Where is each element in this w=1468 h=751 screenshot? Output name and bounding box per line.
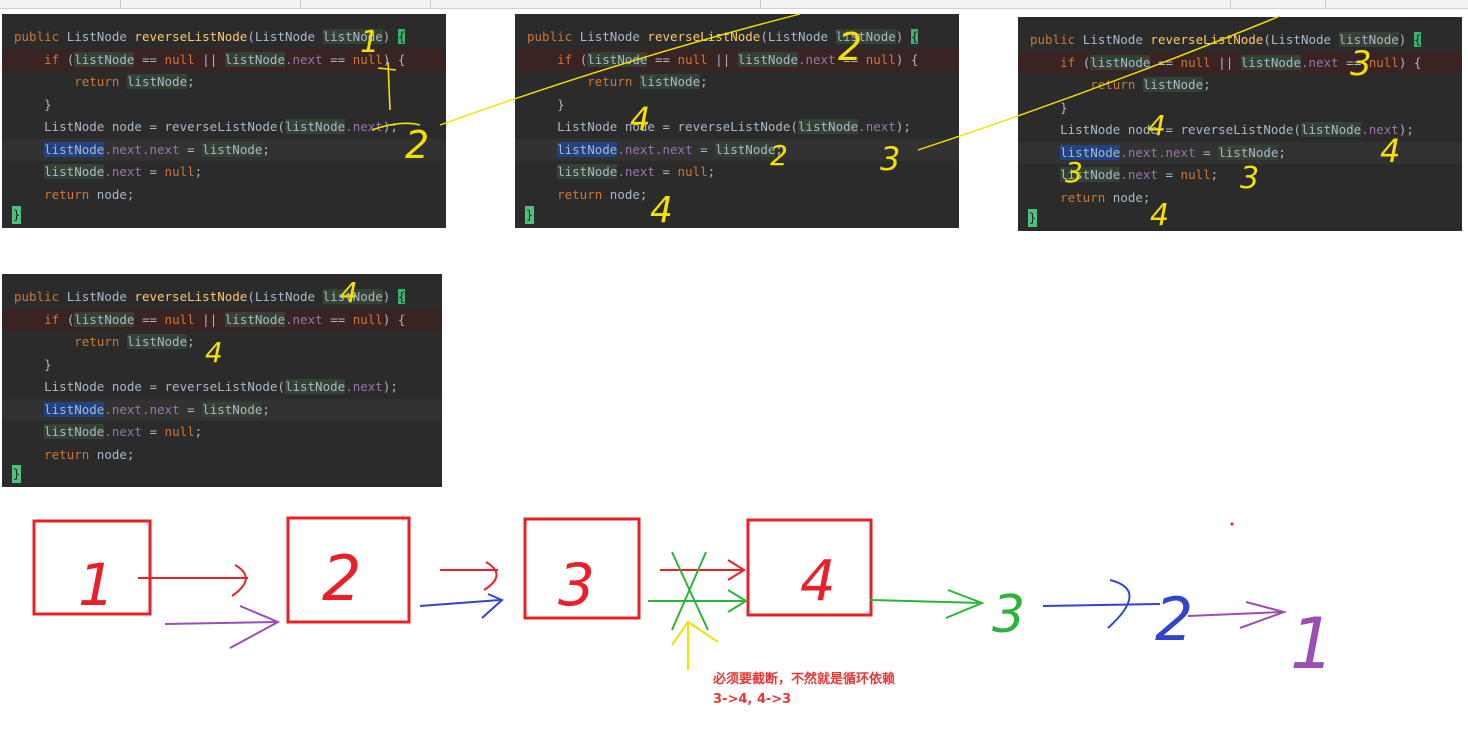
result-node-1: 1 bbox=[1290, 603, 1335, 685]
yellow-up-arrow bbox=[671, 620, 719, 670]
purple-arrow-result-2-1 bbox=[1187, 611, 1283, 617]
cut-line: listNode.next = null; bbox=[1060, 167, 1219, 182]
node-label-2: 2 bbox=[322, 542, 361, 615]
end-brace: } bbox=[12, 206, 21, 224]
code-panel-1: public ListNode reverseListNode(ListNode… bbox=[2, 14, 446, 228]
if-line: if (listNode == null || listNode.next ==… bbox=[2, 48, 446, 71]
signature-line: public ListNode reverseListNode(ListNode… bbox=[14, 289, 406, 304]
return-base-line: return listNode; bbox=[1090, 77, 1211, 92]
panel2-num-3: 3 bbox=[880, 140, 900, 178]
connector-1-2 bbox=[439, 13, 801, 126]
relink-line: listNode.next.next = listNode; bbox=[1018, 141, 1462, 164]
close-if-line: } bbox=[1060, 99, 1068, 115]
close-if-line: } bbox=[44, 356, 52, 372]
cut-line: listNode.next = null; bbox=[557, 164, 716, 179]
green-cross-b bbox=[671, 551, 707, 631]
panel4-number: 4 bbox=[340, 276, 358, 309]
yellow-marks-panel-1 bbox=[371, 61, 421, 131]
end-brace: } bbox=[525, 206, 534, 224]
note-line-2: 3->4, 4->3 bbox=[713, 692, 792, 707]
connector-2-3 bbox=[917, 15, 1281, 151]
if-line: if (listNode == null || listNode.next ==… bbox=[515, 48, 959, 71]
node-label-4: 4 bbox=[800, 549, 836, 614]
node-box-4 bbox=[746, 518, 873, 617]
node-box-3 bbox=[523, 517, 641, 620]
panel2-mark-2: 2 bbox=[770, 139, 788, 172]
panel1-number: 1 bbox=[360, 25, 379, 60]
result-node-3: 3 bbox=[992, 585, 1025, 645]
close-if-line: } bbox=[557, 96, 565, 112]
panel1-arrow-number: 2 bbox=[405, 123, 429, 167]
top-toolbar-strip bbox=[0, 0, 1468, 9]
panel3-return-4: 4 bbox=[1150, 198, 1169, 233]
toolbar-separator bbox=[1325, 0, 1326, 8]
recursive-call-line: ListNode node = reverseListNode(listNode… bbox=[44, 379, 398, 394]
return-base-line: return listNode; bbox=[74, 74, 195, 89]
code-panel-3: public ListNode reverseListNode(ListNode… bbox=[1018, 17, 1462, 231]
node-label-1: 1 bbox=[78, 551, 115, 619]
panel3-mark-3b: 3 bbox=[1065, 156, 1083, 189]
return-node-line: return node; bbox=[44, 446, 135, 462]
panel3-mark-3: 3 bbox=[1240, 161, 1259, 196]
signature-line: public ListNode reverseListNode(ListNode… bbox=[527, 29, 919, 44]
cut-line: listNode.next = null; bbox=[44, 164, 203, 179]
stray-red-dot bbox=[1230, 522, 1234, 526]
if-line: if (listNode == null || listNode.next ==… bbox=[1018, 51, 1462, 74]
signature-line: public ListNode reverseListNode(ListNode… bbox=[14, 29, 406, 44]
node-box-2 bbox=[286, 516, 411, 624]
code-panel-2: public ListNode reverseListNode(ListNode… bbox=[515, 14, 959, 228]
toolbar-separator bbox=[430, 0, 431, 8]
recursive-call-line: ListNode node = reverseListNode(listNode… bbox=[44, 119, 398, 134]
green-arrow-4-result-3 bbox=[869, 599, 983, 604]
toolbar-separator bbox=[1230, 0, 1231, 8]
node-box-1 bbox=[32, 519, 152, 616]
if-line: if (listNode == null || listNode.next ==… bbox=[2, 308, 442, 331]
toolbar-separator bbox=[760, 0, 761, 8]
blue-arrow-result-3-2 bbox=[1042, 603, 1161, 607]
panel2-mid-4: 4 bbox=[630, 100, 650, 138]
relink-line: listNode.next.next = listNode; bbox=[515, 138, 959, 161]
recursive-call-line: ListNode node = reverseListNode(listNode… bbox=[1060, 122, 1414, 137]
relink-line: listNode.next.next = listNode; bbox=[2, 398, 442, 421]
node-label-3: 3 bbox=[558, 551, 595, 619]
return-node-line: return node; bbox=[557, 186, 648, 202]
panel2-number: 2 bbox=[838, 25, 862, 69]
panel4-return-4: 4 bbox=[205, 336, 223, 369]
cut-line: listNode.next = null; bbox=[44, 424, 203, 439]
code-panel-4: public ListNode reverseListNode(ListNode… bbox=[2, 274, 442, 487]
relink-line: listNode.next.next = listNode; bbox=[2, 138, 446, 161]
note-line-1: 必须要截断，不然就是循环依赖 bbox=[713, 672, 896, 687]
close-if-line: } bbox=[44, 96, 52, 112]
blue-arrow-2-3 bbox=[419, 599, 501, 607]
purple-arrow-1-2 bbox=[164, 621, 279, 625]
panel3-mark-4: 4 bbox=[1148, 109, 1166, 142]
result-node-2: 2 bbox=[1155, 585, 1193, 655]
end-brace: } bbox=[12, 465, 21, 483]
return-base-line: return listNode; bbox=[74, 334, 195, 349]
recursive-call-line: ListNode node = reverseListNode(listNode… bbox=[557, 119, 911, 134]
signature-line: public ListNode reverseListNode(ListNode… bbox=[1030, 32, 1422, 47]
panel2-return-4: 4 bbox=[650, 190, 673, 231]
return-node-line: return node; bbox=[44, 186, 135, 202]
toolbar-separator bbox=[120, 0, 121, 8]
toolbar-separator bbox=[300, 0, 301, 8]
end-brace: } bbox=[1028, 209, 1037, 227]
return-node-line: return node; bbox=[1060, 189, 1151, 205]
panel3-number: 3 bbox=[1350, 44, 1372, 84]
panel3-mark-4b: 4 bbox=[1380, 132, 1400, 170]
return-base-line: return listNode; bbox=[587, 74, 708, 89]
